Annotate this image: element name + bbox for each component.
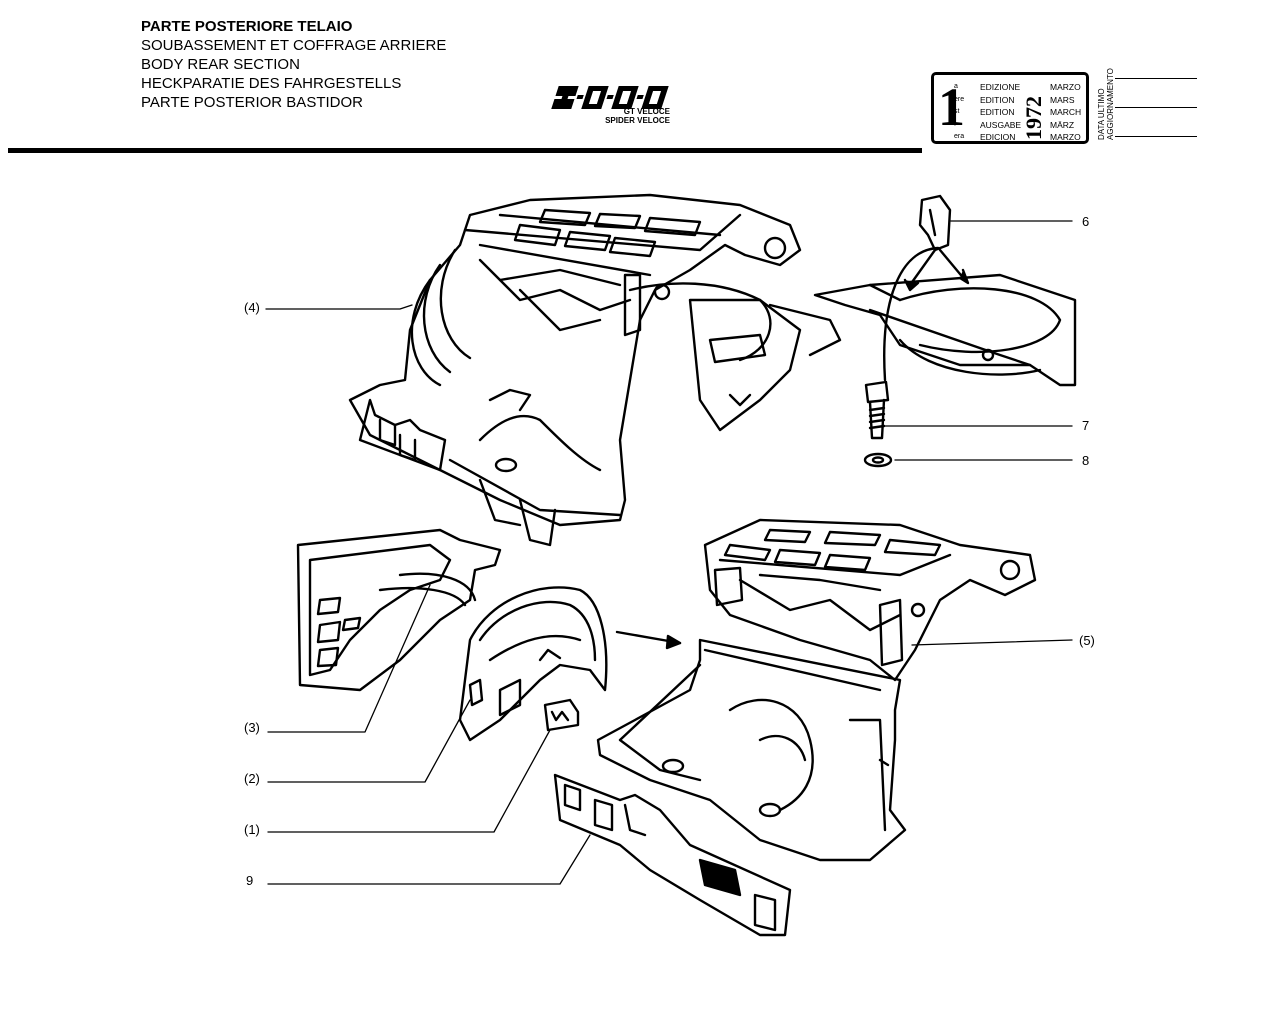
assembled-rear-body [348, 193, 842, 547]
spare-wheel-tray [813, 273, 1077, 387]
edition-months: MARZO MARS MARCH MÄRZ MARZO [1050, 81, 1081, 144]
part-5-rear-shelf [703, 518, 1037, 682]
title-english: BODY REAR SECTION [141, 56, 300, 73]
callout-5: (5) [1079, 633, 1095, 648]
edition-month: MARZO [1050, 82, 1081, 92]
assembly-arrow [615, 630, 682, 650]
clip-6 [883, 194, 970, 382]
title-french: SOUBASSEMENT ET COFFRAGE ARRIERE [141, 37, 447, 54]
title-italian: PARTE POSTERIORE TELAIO [141, 18, 353, 35]
callout-7: 7 [1082, 418, 1090, 433]
edition-month: MÄRZ [1050, 119, 1075, 130]
edition-suffixes: a ere st . era [954, 81, 964, 144]
edition-suffix: ere [954, 95, 965, 103]
edition-word: EDICION [980, 132, 1016, 143]
washer-8 [863, 452, 893, 468]
callout-1: (1) [244, 822, 260, 837]
part-3-quarter-panel [296, 528, 502, 692]
edition-month: MARCH [1050, 107, 1082, 118]
edition-box: 1 a ere st . era EDIZIONE EDITION EDITIO… [931, 72, 1089, 144]
edition-month: MARS [1050, 94, 1075, 105]
update-line [1115, 78, 1197, 79]
edition-number: 1 [938, 77, 965, 137]
model-gt-veloce: GT VELOCE [623, 107, 670, 116]
edition-suffix: st [954, 108, 960, 116]
update-lines [1115, 78, 1197, 165]
part-9-rear-valance [553, 773, 792, 937]
part-1-bracket [543, 698, 580, 732]
floor-pan [596, 638, 907, 862]
update-line [1115, 107, 1197, 108]
leader-lines [265, 220, 1073, 885]
edition-word: EDITION [980, 107, 1015, 118]
callout-4: (4) [244, 300, 260, 315]
callout-9: 9 [246, 873, 254, 888]
title-spanish: PARTE POSTERIOR BASTIDOR [141, 94, 363, 111]
model-logo [551, 86, 669, 109]
bolt-7 [864, 380, 890, 440]
update-line [1115, 136, 1197, 137]
callout-8: 8 [1082, 453, 1090, 468]
edition-month: MARZO [1050, 132, 1081, 143]
page-title-block: PARTE POSTERIORE TELAIO SOUBASSEMENT ET … [141, 17, 446, 112]
model-variants: GT VELOCE SPIDER VELOCE [604, 107, 670, 125]
edition-words: EDIZIONE EDITION EDITION AUSGABE EDICION [980, 81, 1021, 144]
edition-suffix: a [954, 83, 958, 90]
edition-word: EDIZIONE [980, 82, 1021, 92]
edition-suffix: era [954, 133, 965, 141]
part-2-wheel-arch [458, 586, 608, 742]
edition-suffix: . [954, 120, 956, 128]
header-rule [8, 148, 922, 153]
callout-3: (3) [244, 720, 260, 735]
callout-2: (2) [244, 771, 260, 786]
edition-word: EDITION [980, 94, 1015, 105]
edition-word: AUSGABE [980, 119, 1022, 130]
title-german: HECKPARATIE DES FAHRGESTELLS [141, 75, 402, 92]
model-spider-veloce: SPIDER VELOCE [605, 116, 670, 125]
callout-6: 6 [1082, 214, 1090, 229]
